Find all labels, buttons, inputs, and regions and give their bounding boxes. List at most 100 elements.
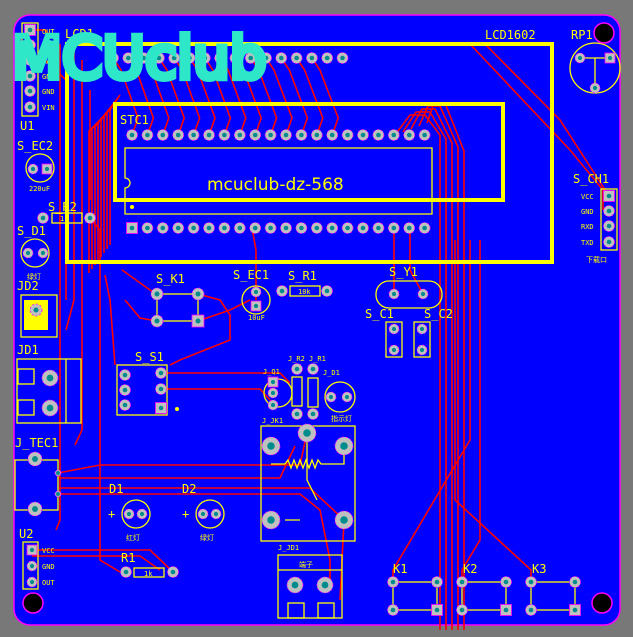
drill-hole bbox=[391, 347, 397, 353]
j-jd1-outline bbox=[277, 554, 343, 619]
s-y1-ref: S_Y1 bbox=[389, 265, 418, 279]
d2-value: 绿灯 bbox=[200, 533, 214, 542]
drill-hole bbox=[160, 132, 166, 138]
drill-hole bbox=[303, 429, 311, 437]
drill-hole bbox=[175, 225, 181, 231]
r1-body bbox=[133, 567, 165, 578]
k1-outline bbox=[392, 581, 438, 611]
drill-hole bbox=[29, 563, 35, 569]
drill-hole bbox=[419, 347, 425, 353]
drill-hole bbox=[283, 225, 289, 231]
j-jd1-ref: J_JD1 bbox=[278, 544, 299, 552]
drill-hole bbox=[459, 579, 465, 585]
d1-value: 红灯 bbox=[126, 533, 140, 542]
drill-hole bbox=[391, 225, 397, 231]
drill-hole bbox=[406, 132, 412, 138]
s-r1-ref: S_R1 bbox=[288, 269, 317, 283]
mounting-hole bbox=[593, 22, 615, 44]
drill-hole bbox=[206, 225, 212, 231]
copper-trace bbox=[161, 372, 291, 384]
drill-hole bbox=[253, 289, 259, 295]
copper-trace bbox=[173, 57, 201, 136]
drill-hole bbox=[25, 250, 31, 256]
j-tec1-ref: J_TEC1 bbox=[15, 436, 58, 450]
drill-hole bbox=[139, 511, 145, 517]
drill-hole bbox=[44, 166, 50, 172]
s-ch1-pin-label: GND bbox=[581, 208, 594, 216]
drill-hole bbox=[222, 132, 227, 138]
drill-hole bbox=[122, 402, 128, 408]
drill-hole bbox=[29, 579, 35, 585]
drill-hole bbox=[391, 291, 397, 297]
copper-trace bbox=[127, 57, 155, 136]
copper-trace bbox=[234, 57, 263, 136]
r1-value: 1k bbox=[144, 570, 153, 578]
drill-hole bbox=[171, 55, 177, 61]
drill-hole bbox=[237, 225, 243, 231]
copper-trace bbox=[74, 60, 83, 446]
u1-pin-label: VCC bbox=[42, 43, 55, 51]
j-r2-ref: J_R2 bbox=[288, 355, 305, 363]
j-d1-ref: J_D1 bbox=[323, 369, 340, 377]
copper-trace bbox=[57, 432, 308, 474]
copper-trace bbox=[392, 240, 471, 582]
drill-hole bbox=[324, 55, 330, 61]
copper-trace bbox=[112, 57, 139, 136]
s-d1-value: 绿灯 bbox=[27, 272, 41, 281]
drill-hole bbox=[503, 579, 509, 585]
j-r2-body bbox=[291, 376, 303, 407]
copper-trace bbox=[394, 114, 441, 630]
j-jk1-ref: J_JK1 bbox=[262, 417, 283, 425]
drill-hole bbox=[222, 225, 227, 231]
drill-hole bbox=[607, 55, 613, 61]
jd1-outline bbox=[16, 358, 82, 424]
drill-hole bbox=[237, 132, 243, 138]
copper-trace bbox=[461, 240, 481, 582]
drill-hole bbox=[129, 132, 135, 138]
mcu-chip-text: mcuclub-dz-568 bbox=[207, 175, 344, 195]
copper-trace bbox=[161, 388, 271, 401]
jd1-tab bbox=[17, 399, 35, 416]
drill-hole bbox=[360, 225, 366, 231]
j-d1-outline bbox=[324, 381, 356, 413]
copper-trace bbox=[30, 29, 61, 531]
copper-trace bbox=[204, 57, 232, 136]
drill-hole bbox=[345, 132, 350, 138]
drill-hole bbox=[324, 288, 330, 294]
drill-hole bbox=[40, 250, 46, 256]
drill-hole bbox=[606, 193, 612, 199]
j-r1-body bbox=[307, 377, 319, 408]
copper-trace bbox=[88, 122, 100, 273]
copper-trace bbox=[219, 57, 247, 136]
copper-traces bbox=[30, 29, 610, 630]
s-r1-body bbox=[289, 285, 321, 297]
copper-trace bbox=[280, 57, 309, 136]
d1-polarity: + bbox=[108, 507, 115, 521]
s-k1-ref: S_K1 bbox=[156, 272, 185, 286]
u2-pin-label: VCC bbox=[42, 547, 55, 555]
d1-ref: D1 bbox=[109, 482, 123, 496]
drill-hole bbox=[170, 569, 176, 575]
lcd1-ref: LCD1 bbox=[65, 27, 94, 41]
copper-trace bbox=[32, 549, 174, 573]
s-ec2-outline bbox=[25, 153, 55, 183]
drill-hole bbox=[87, 215, 93, 221]
k1-ref: K1 bbox=[393, 562, 407, 576]
drill-hole bbox=[314, 132, 320, 138]
jd1-tab bbox=[17, 368, 35, 385]
drill-hole bbox=[30, 166, 36, 172]
copper-trace bbox=[197, 299, 251, 322]
k2-ref: K2 bbox=[463, 562, 477, 576]
mounting-hole bbox=[591, 592, 613, 614]
copper-trace bbox=[58, 445, 296, 479]
copper-trace bbox=[58, 493, 331, 585]
drill-hole bbox=[270, 390, 276, 396]
drill-hole bbox=[191, 132, 196, 138]
drill-hole bbox=[27, 57, 33, 63]
drill-hole bbox=[195, 291, 201, 297]
drill-hole bbox=[434, 607, 440, 613]
copper-trace bbox=[251, 227, 257, 300]
drill-hole bbox=[213, 511, 219, 517]
drill-hole bbox=[191, 225, 196, 231]
